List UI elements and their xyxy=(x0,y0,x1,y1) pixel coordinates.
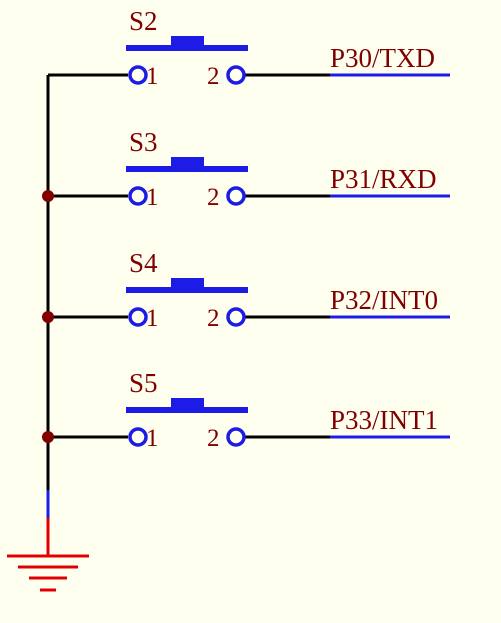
junction-dot-icon xyxy=(42,431,54,443)
switch-button-cap xyxy=(171,157,204,169)
switch-button-cap xyxy=(171,398,204,410)
junction-dot-icon xyxy=(42,190,54,202)
switch-ref-label: S4 xyxy=(129,248,158,278)
pin-2-number: 2 xyxy=(207,184,220,211)
switch-row: S3 1 2 P31/RXD xyxy=(42,127,450,211)
pin-1-number: 1 xyxy=(146,63,159,90)
junction-dot-icon xyxy=(42,311,54,323)
net-label: P30/TXD xyxy=(330,43,435,73)
contact-1-icon xyxy=(128,186,148,206)
switch-row: S5 1 2 P33/INT1 xyxy=(42,368,450,452)
switch-button-cap xyxy=(171,36,204,48)
pin-1-number: 1 xyxy=(146,425,159,452)
switch-row: S4 1 2 P32/INT0 xyxy=(42,248,450,332)
ground-symbol-icon xyxy=(7,518,89,592)
switch-button-cap xyxy=(171,278,204,290)
net-label: P33/INT1 xyxy=(330,405,438,435)
switch-ref-label: S3 xyxy=(129,127,158,157)
pin-1-number: 1 xyxy=(146,305,159,332)
switch-ref-label: S2 xyxy=(129,6,158,36)
pin-1-number: 1 xyxy=(146,184,159,211)
switch-ref-label: S5 xyxy=(129,368,158,398)
contact-2-icon xyxy=(226,65,246,85)
switch-row: S2 1 2 P30/TXD xyxy=(48,6,450,90)
contact-1-icon xyxy=(128,307,148,327)
contact-2-icon xyxy=(226,186,246,206)
contact-2-icon xyxy=(226,307,246,327)
pin-2-number: 2 xyxy=(207,425,220,452)
net-label: P32/INT0 xyxy=(330,285,438,315)
contact-1-icon xyxy=(128,427,148,447)
pin-2-number: 2 xyxy=(207,63,220,90)
contact-1-icon xyxy=(128,65,148,85)
contact-2-icon xyxy=(226,427,246,447)
net-label: P31/RXD xyxy=(330,164,437,194)
pin-2-number: 2 xyxy=(207,305,220,332)
